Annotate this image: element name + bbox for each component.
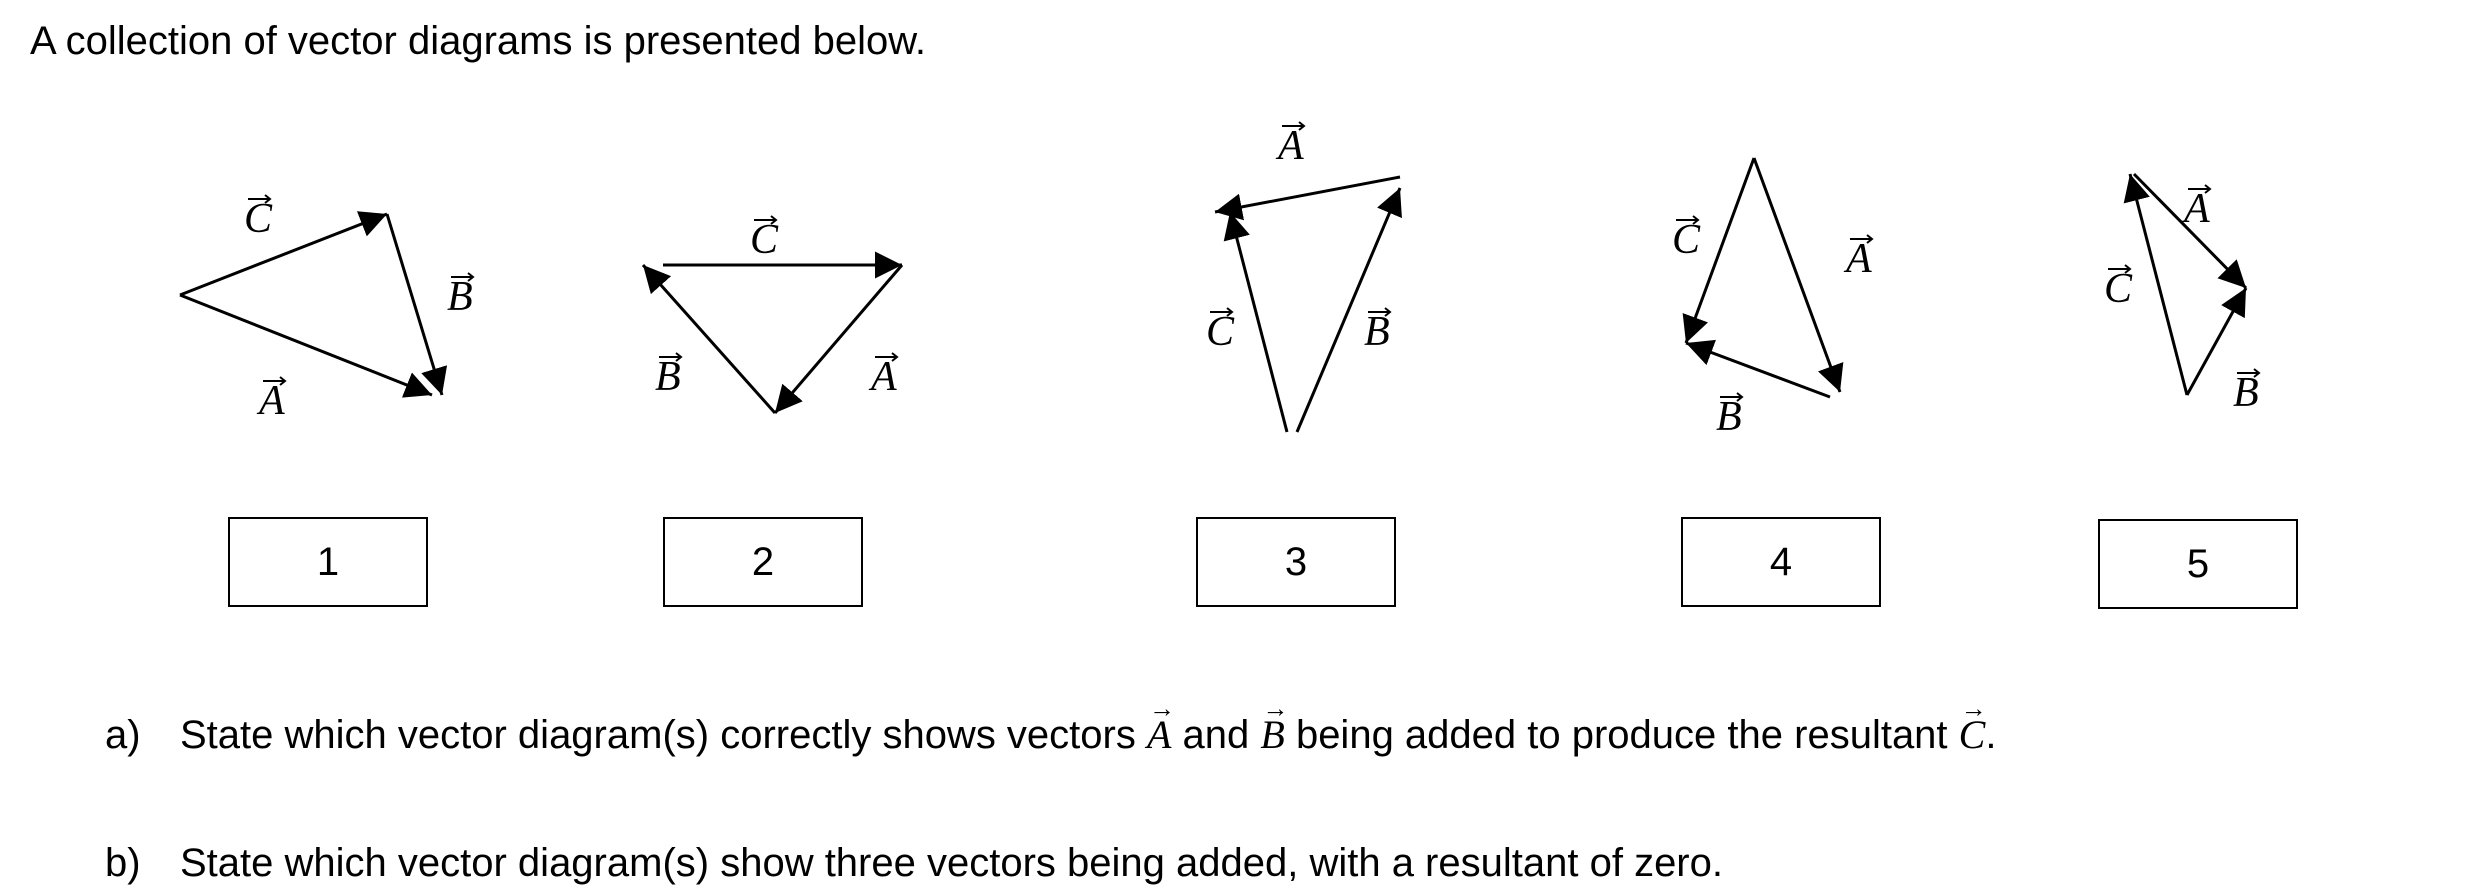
- question-a-vector-a: A: [1147, 682, 1176, 762]
- diagram-2-vector-a: [773, 264, 904, 414]
- diagram-number-box-3: 3: [1196, 517, 1396, 607]
- diagram-1-vector-b: [385, 213, 448, 396]
- label-arrows: [248, 121, 2261, 402]
- diagram-4-vector-c: [1682, 157, 1756, 344]
- diagram-number-box-5: 5: [2098, 519, 2298, 609]
- diagram-4-label-c: C: [1672, 217, 1701, 263]
- diagram-5-vector-c: [2123, 173, 2189, 396]
- diagram-4-label-a: A: [1843, 236, 1872, 282]
- vector-diagram-1: C B A: [179, 196, 473, 424]
- question-a-vector-c: C: [1959, 682, 1987, 762]
- diagram-2-label-b: B: [655, 354, 681, 400]
- diagram-1-label-a: A: [256, 378, 285, 424]
- diagram-4-vector-b: [1685, 339, 1831, 399]
- diagram-2-label-c: C: [750, 217, 779, 263]
- vector-diagram-3: A C B: [1206, 123, 1402, 433]
- diagram-4-label-b: B: [1716, 394, 1742, 440]
- diagram-1-label-c: C: [244, 196, 273, 242]
- diagram-5-vector-a: [2132, 172, 2248, 290]
- diagram-5-label-b: B: [2233, 370, 2259, 416]
- diagram-1-vector-a: [179, 293, 433, 398]
- question-a-end: .: [1985, 713, 1997, 757]
- diagram-3-label-b: B: [1364, 309, 1390, 355]
- vector-diagram-4: C A B: [1672, 157, 1872, 440]
- diagram-3-vector-a: [1214, 175, 1401, 221]
- diagram-5-label-a: A: [2181, 186, 2210, 232]
- diagram-3-label-a: A: [1275, 123, 1304, 169]
- diagram-number-box-1: 1: [228, 517, 428, 607]
- diagram-5-vector-b: [2185, 287, 2248, 396]
- diagram-1-label-b: B: [447, 274, 473, 320]
- diagram-2-label-a: A: [868, 354, 897, 400]
- diagram-1-vector-c: [179, 211, 388, 297]
- vector-diagram-5: A C B: [2104, 172, 2259, 416]
- diagram-3-vector-c: [1223, 211, 1289, 433]
- question-a-text-1: State which vector diagram(s) correctly …: [180, 713, 1147, 757]
- diagram-number-box-4: 4: [1681, 517, 1881, 607]
- question-b-id: b): [105, 841, 141, 885]
- diagram-2-vector-b: [641, 264, 777, 414]
- diagram-number-box-2: 2: [663, 517, 863, 607]
- diagram-3-label-c: C: [1206, 309, 1235, 355]
- question-b-text: State which vector diagram(s) show three…: [180, 841, 1723, 885]
- question-b: b) State which vector diagram(s) show thr…: [105, 836, 1723, 890]
- question-a-vector-b: B: [1260, 682, 1289, 762]
- vector-diagram-2: C B A: [641, 217, 904, 414]
- diagram-5-label-c: C: [2104, 266, 2133, 312]
- question-a-text-2: being added to produce the resultant: [1284, 713, 1959, 757]
- question-a: a) State which vector diagram(s) correctl…: [105, 682, 1997, 762]
- intro-text: A collection of vector diagrams is prese…: [30, 19, 927, 63]
- diagram-3-vector-b: [1295, 187, 1402, 433]
- question-a-and: and: [1171, 713, 1261, 757]
- diagram-4-vector-a: [1752, 157, 1844, 393]
- question-a-id: a): [105, 713, 141, 757]
